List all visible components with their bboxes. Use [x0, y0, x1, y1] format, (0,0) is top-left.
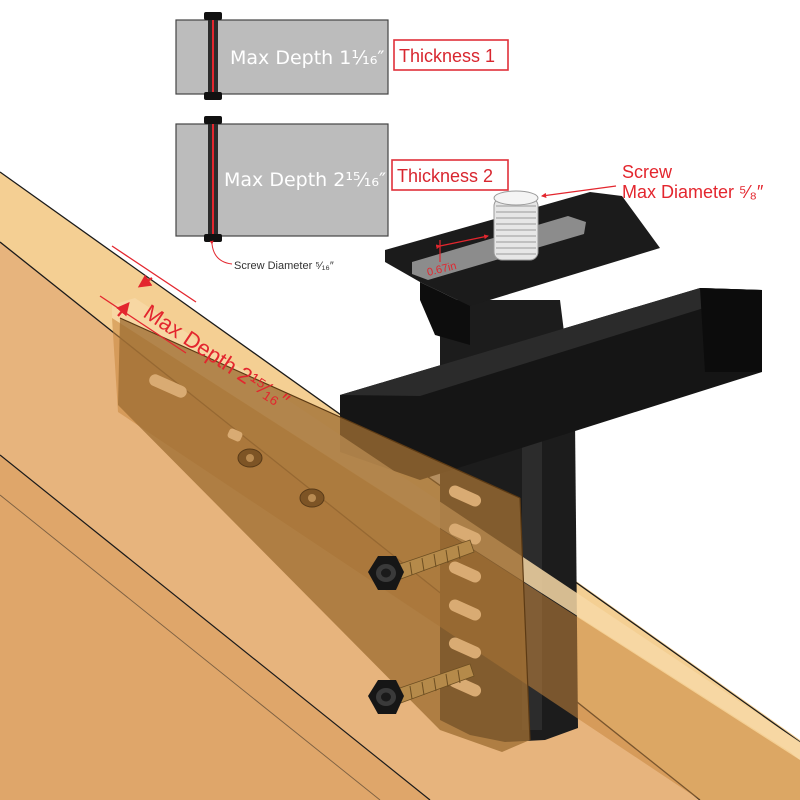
bracket-arm	[340, 288, 762, 480]
thickness-panel-1: Max Depth 1¹⁄₁₆″	[175, 12, 389, 100]
screw-diameter-note: Screw Diameter ⁵⁄₁₆″	[209, 240, 334, 272]
screw-diameter-text: Screw Diameter ⁵⁄₁₆″	[234, 260, 334, 272]
screw-callout-line2: Max Diameter ⁵⁄₈″	[622, 182, 764, 202]
thickness-panel-2: Max Depth 2¹⁵⁄₁₆″	[175, 116, 389, 242]
hex-nut-icon	[368, 556, 404, 590]
panel-1-label: Max Depth 1¹⁄₁₆″	[230, 47, 384, 69]
thickness-2-text: Thickness 2	[397, 166, 493, 186]
hex-nut-icon	[368, 680, 404, 714]
thickness-1-text: Thickness 1	[399, 46, 495, 66]
upper-bolt	[368, 539, 475, 590]
thickness-1-callout: Thickness 1	[393, 39, 509, 71]
lower-bolts	[368, 539, 475, 714]
screw-callout: Screw Max Diameter ⁵⁄₈″	[540, 162, 764, 202]
thickness-2-callout: Thickness 2	[391, 159, 509, 191]
mounting-plate	[118, 317, 531, 752]
panel-2-label: Max Depth 2¹⁵⁄₁₆″	[224, 169, 386, 191]
arrow-icon	[540, 185, 617, 199]
bolt-icon	[493, 190, 539, 261]
lower-bolt	[368, 663, 475, 714]
screw-callout-line1: Screw	[622, 162, 673, 182]
